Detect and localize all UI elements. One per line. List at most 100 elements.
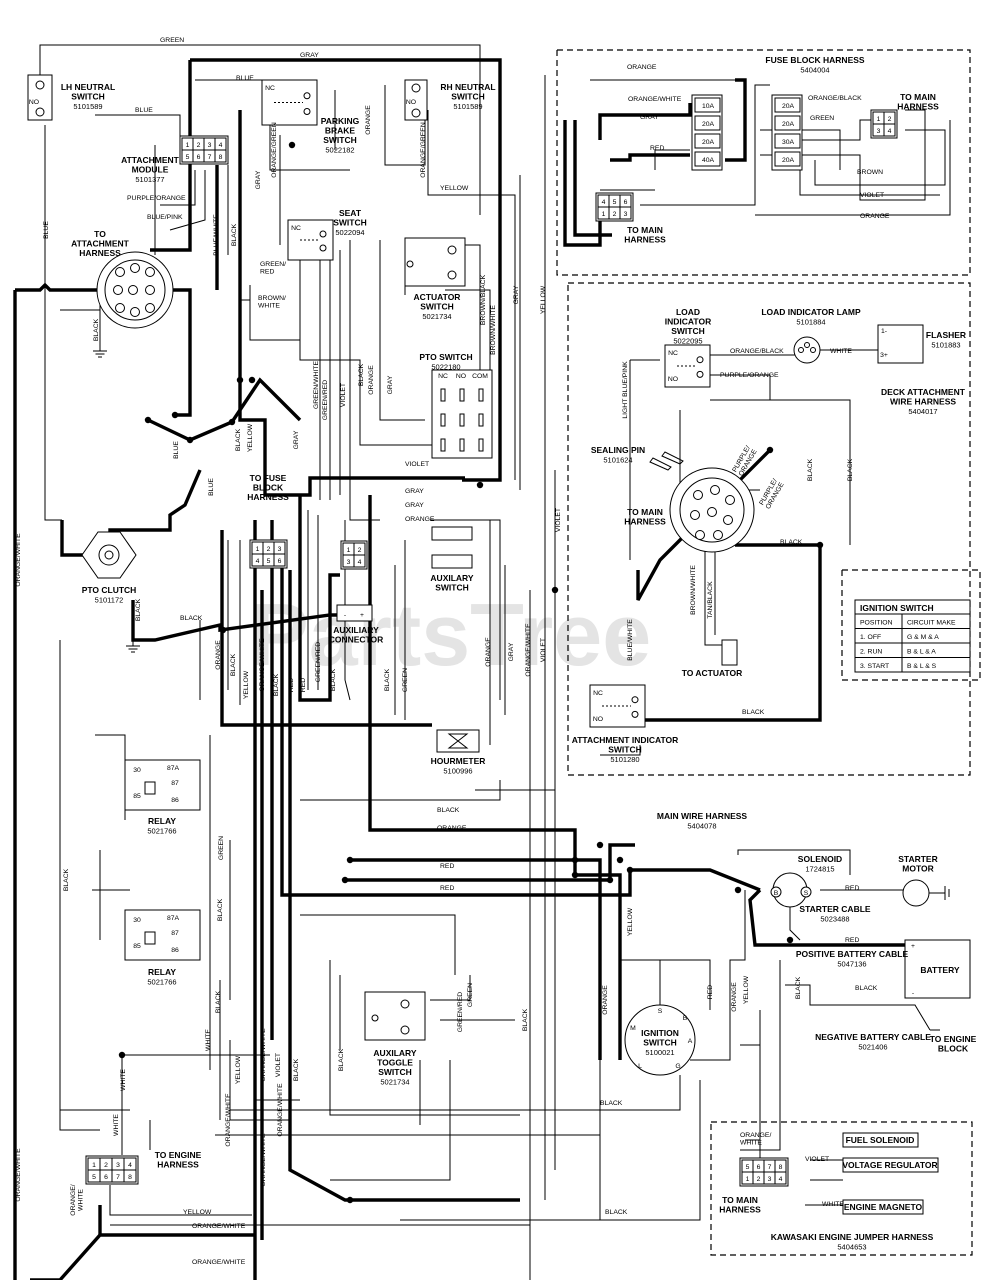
wire bbox=[59, 990, 130, 1111]
label-line: SWITCH bbox=[451, 92, 485, 102]
wire bbox=[659, 959, 665, 1005]
pin-number: 3 bbox=[208, 142, 212, 149]
label-line: TOGGLE bbox=[377, 1058, 413, 1068]
wire-label: BLACK bbox=[807, 458, 814, 481]
wire bbox=[384, 85, 426, 166]
switch-contact bbox=[35, 107, 45, 117]
watermark: PartsTree bbox=[250, 585, 651, 684]
fuse bbox=[774, 133, 801, 149]
rh-neutral-part-number: 5101589 bbox=[453, 102, 482, 111]
wire-label: ORANGE/WHITE bbox=[225, 1093, 232, 1147]
fuse-rating: 20A bbox=[702, 121, 715, 128]
label-line: STARTER bbox=[898, 854, 938, 864]
pin-number: M bbox=[630, 1025, 636, 1032]
junction-dot bbox=[346, 1196, 354, 1204]
switch-terminal bbox=[459, 388, 465, 402]
pin-number: NC bbox=[438, 373, 448, 380]
fuse bbox=[774, 115, 801, 131]
switch-terminal bbox=[478, 413, 484, 427]
switch-contact bbox=[696, 370, 704, 378]
connector-cavity bbox=[273, 553, 286, 567]
label-line: INDICATOR bbox=[665, 317, 711, 327]
pin-number: G bbox=[675, 1063, 680, 1070]
wire-label: VIOLET bbox=[540, 638, 547, 662]
attachment-indicator-part-number: 5101280 bbox=[610, 755, 639, 764]
wire-label: ORANGE/WHITE bbox=[259, 638, 266, 692]
wire bbox=[427, 110, 516, 480]
wire-label: BROWN/WHITE bbox=[258, 295, 286, 310]
pin-number: 87A bbox=[167, 915, 180, 922]
fuse-rating: 20A bbox=[782, 103, 795, 110]
label-line: AUXILARY bbox=[430, 573, 473, 583]
wire-label: GRAY bbox=[300, 52, 319, 59]
wire bbox=[299, 245, 470, 446]
label-line: RED bbox=[260, 269, 274, 276]
pin-number: 5 bbox=[186, 154, 190, 161]
relay-coil bbox=[144, 781, 156, 795]
sealing-pin-name: SEALING PIN bbox=[591, 445, 645, 455]
wire-label: BLACK bbox=[235, 428, 242, 451]
wire-label: ORANGE/WHITE bbox=[15, 533, 22, 587]
no-label: NO bbox=[29, 99, 39, 106]
wire-label: BLUE/PINK bbox=[147, 214, 183, 221]
fuse-rating: 20A bbox=[782, 157, 795, 164]
connector-cavity bbox=[214, 149, 227, 163]
wire-label: RED bbox=[845, 885, 859, 892]
wire-label: BLACK bbox=[338, 1048, 345, 1071]
wire-label: BLACK bbox=[231, 223, 238, 246]
component-layer bbox=[27, 74, 971, 1215]
switch-terminal bbox=[440, 413, 446, 427]
table-cell: POSITION bbox=[860, 620, 893, 627]
pin-number: 6 bbox=[624, 199, 628, 206]
pin-number: A bbox=[688, 1038, 693, 1045]
pin-number: 2 bbox=[197, 142, 201, 149]
table-cell: CIRCUIT MAKE bbox=[907, 620, 956, 627]
fuse-rating: 10A bbox=[702, 103, 715, 110]
connector-pin bbox=[713, 530, 723, 540]
pin-number: 3 bbox=[347, 559, 351, 566]
connector-pin bbox=[113, 285, 123, 295]
wire bbox=[160, 170, 196, 206]
flasher-box bbox=[877, 324, 924, 364]
pto-switch-part-number: 5022180 bbox=[431, 363, 460, 372]
minus-sign: - bbox=[344, 612, 346, 619]
no-label: NO bbox=[593, 716, 603, 723]
pin-number: 85 bbox=[133, 793, 141, 800]
nc-label: NC bbox=[291, 225, 301, 232]
pto-clutch-name: PTO CLUTCH bbox=[82, 585, 137, 595]
heavy-wire bbox=[147, 377, 302, 442]
wire-label: VIOLET bbox=[340, 383, 347, 407]
wire-label: BLACK bbox=[215, 990, 222, 1013]
wire bbox=[300, 914, 456, 975]
wire-label: RED bbox=[845, 937, 859, 944]
fuel-solenoid-box bbox=[842, 1132, 919, 1148]
heavy-wire bbox=[288, 570, 520, 1202]
switch-contact bbox=[400, 1025, 410, 1035]
wire-label: ORANGE/WHITE bbox=[70, 1184, 85, 1215]
pin-number: 30 bbox=[133, 917, 141, 924]
pin-number: COM bbox=[472, 373, 488, 380]
switch-contact bbox=[406, 260, 414, 268]
wire-label: BLACK bbox=[180, 615, 203, 622]
wire-label: BLACK bbox=[742, 709, 765, 716]
label-line: TO ENGINE bbox=[930, 1034, 977, 1044]
plus-sign: + bbox=[360, 612, 364, 619]
switch-contact bbox=[447, 245, 457, 255]
wire-label: WHITE bbox=[830, 348, 852, 355]
wire bbox=[430, 519, 501, 700]
fuse-block-harness-name: FUSE BLOCK HARNESS bbox=[765, 55, 865, 65]
junction-dot bbox=[219, 626, 227, 634]
junction-dot bbox=[766, 446, 774, 454]
switch-contact bbox=[303, 108, 311, 115]
wire-label: RED bbox=[440, 885, 454, 892]
wire-label: ORANGE/GREEN bbox=[420, 122, 427, 178]
wire-label: BLACK bbox=[600, 1100, 623, 1107]
wire-label: BLACK bbox=[293, 1058, 300, 1081]
switch-contact bbox=[411, 83, 421, 93]
aux-toggle-part-number: 5021734 bbox=[380, 1078, 409, 1087]
junction-dot bbox=[144, 416, 152, 424]
fuse-rating: 20A bbox=[782, 121, 795, 128]
